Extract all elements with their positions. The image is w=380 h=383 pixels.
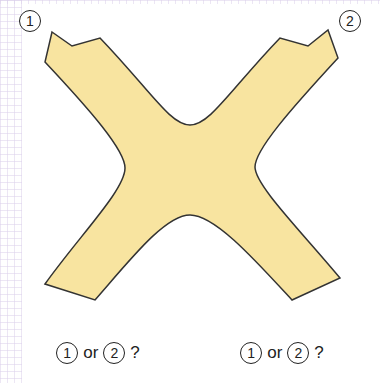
question-text: or xyxy=(83,342,98,364)
callout-number: 1 xyxy=(240,342,262,364)
grid-strip xyxy=(0,0,22,383)
callout-number: 1 xyxy=(56,342,78,364)
callout-number: 1 xyxy=(19,10,41,32)
callout-number: 2 xyxy=(103,342,125,364)
question-row: 1or2? xyxy=(56,342,140,364)
question-row: 1or2? xyxy=(240,342,324,364)
grid-strip xyxy=(0,0,380,4)
callout-number: 2 xyxy=(339,10,361,32)
question-text: or xyxy=(267,342,282,364)
question-text: ? xyxy=(130,342,139,364)
callout-number: 2 xyxy=(287,342,309,364)
question-text: ? xyxy=(314,342,323,364)
x-ribbon xyxy=(45,30,340,300)
